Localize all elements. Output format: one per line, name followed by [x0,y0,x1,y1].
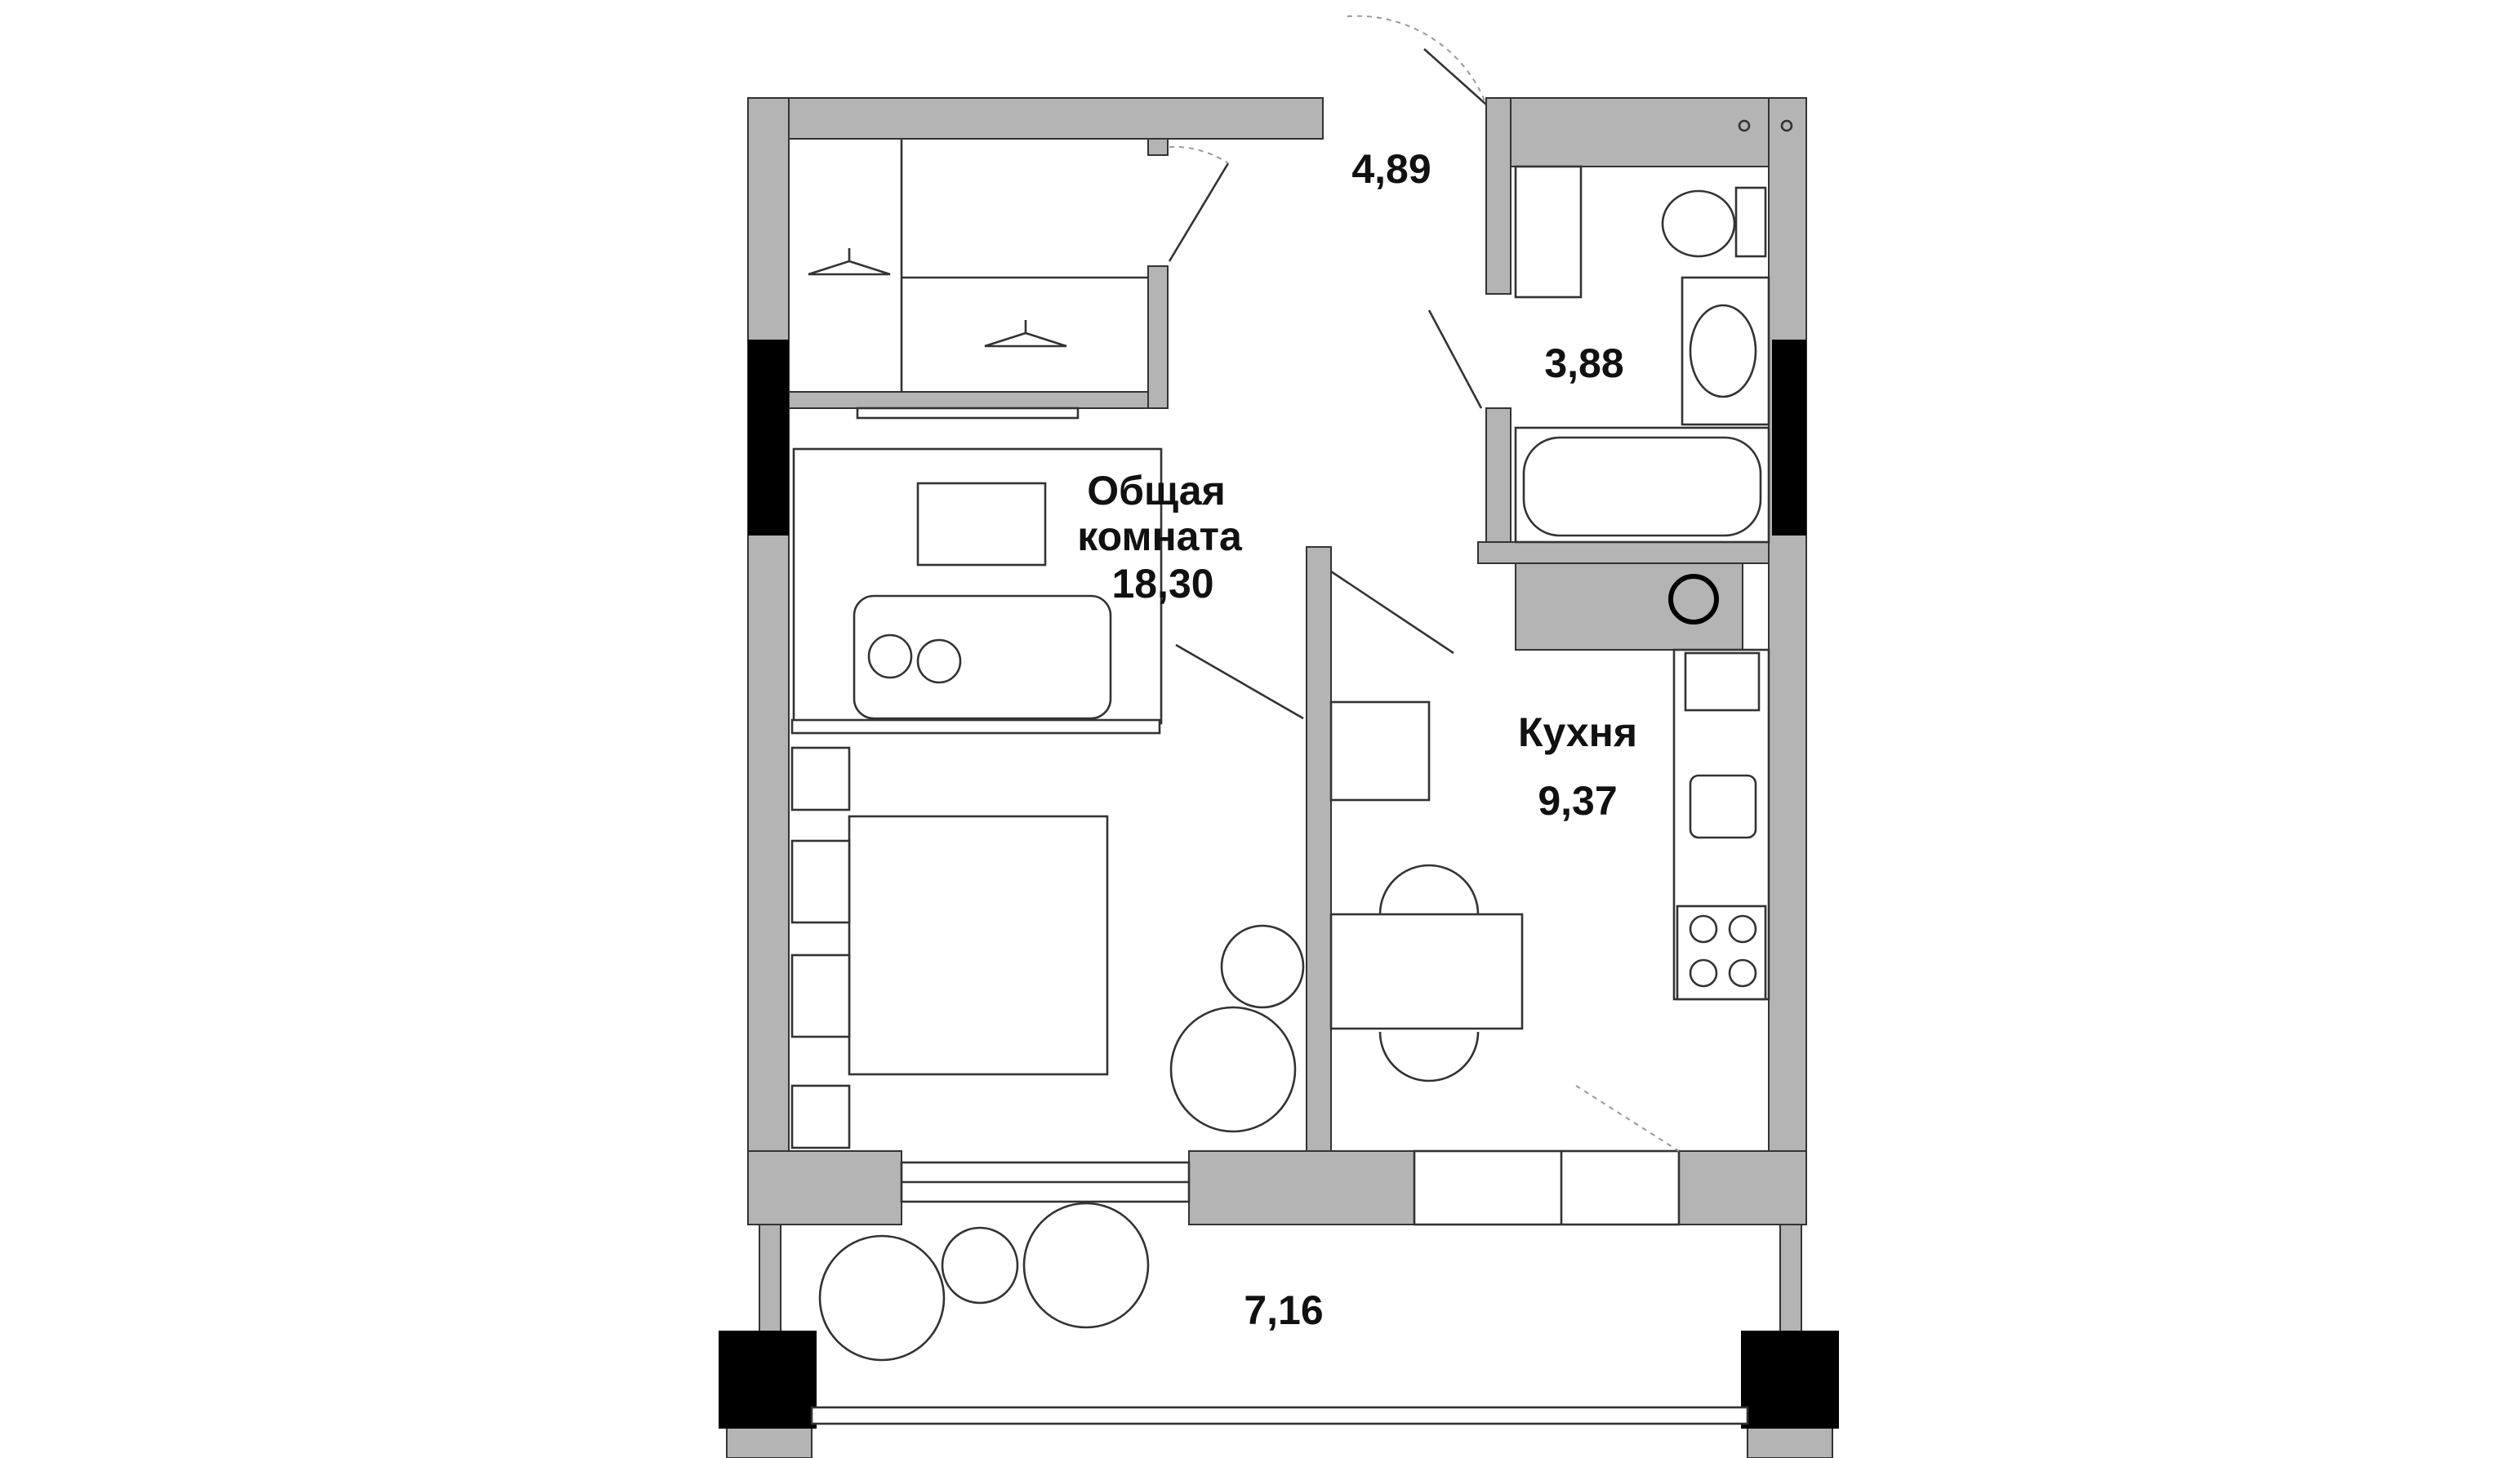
living-name-2: комната [1077,513,1243,559]
bathroom-fixtures [1514,119,1793,625]
window-right [1772,340,1806,536]
washing-machine [1514,165,1583,299]
armchair [818,1234,946,1362]
dining-table [1329,913,1524,1030]
windows [719,340,1839,1429]
nightstand [790,1084,851,1149]
balcony-glazing [810,1406,1749,1425]
kitchen-sink [1689,774,1757,839]
drain-pipe [1668,574,1719,625]
doors [1168,15,1487,720]
hanger-icon [984,320,1067,348]
nightstand [790,746,851,811]
sofa [853,594,1112,720]
fridge [1329,700,1431,802]
side-table [941,1226,1019,1305]
balcony-area: 7,16 [1244,1287,1323,1333]
column-left [719,1331,817,1429]
wardrobe [808,139,1148,420]
kitchen-area: 9,37 [1538,778,1617,824]
bathroom-door[interactable] [1427,309,1483,409]
toilet [1661,189,1736,258]
tv-table [916,482,1047,567]
column-right [1741,1331,1839,1429]
sink [1689,304,1757,398]
room-labels: 4,89 3,88 Общая комната 18,30 Кухня 9,37… [1077,146,1637,1333]
armchair [1022,1202,1150,1329]
coffee-table [1220,924,1305,1009]
wardrobe-door[interactable] [1168,162,1230,262]
balcony-furniture [818,1202,1150,1362]
living-name-1: Общая [1087,468,1226,513]
armchair [1169,1006,1297,1133]
kitchen-name: Кухня [1518,709,1637,755]
living-furniture [790,447,1305,1149]
window-left [748,340,789,536]
chair [1378,864,1480,915]
entrance-door[interactable] [1423,48,1487,105]
living-area: 18,30 [1111,561,1213,607]
bed [848,815,1109,1076]
kitchen-fixtures [1329,648,1770,1152]
bathroom-area: 3,88 [1544,340,1623,386]
living-door[interactable] [1175,643,1304,720]
kitchen-door[interactable] [1330,570,1454,655]
balcony-door-kitchen[interactable] [1413,1149,1681,1226]
hanger-icon [808,248,891,276]
hall-area: 4,89 [1351,146,1431,192]
chair [1378,1031,1480,1082]
walls [726,97,1833,1458]
bathtub [1522,436,1762,537]
